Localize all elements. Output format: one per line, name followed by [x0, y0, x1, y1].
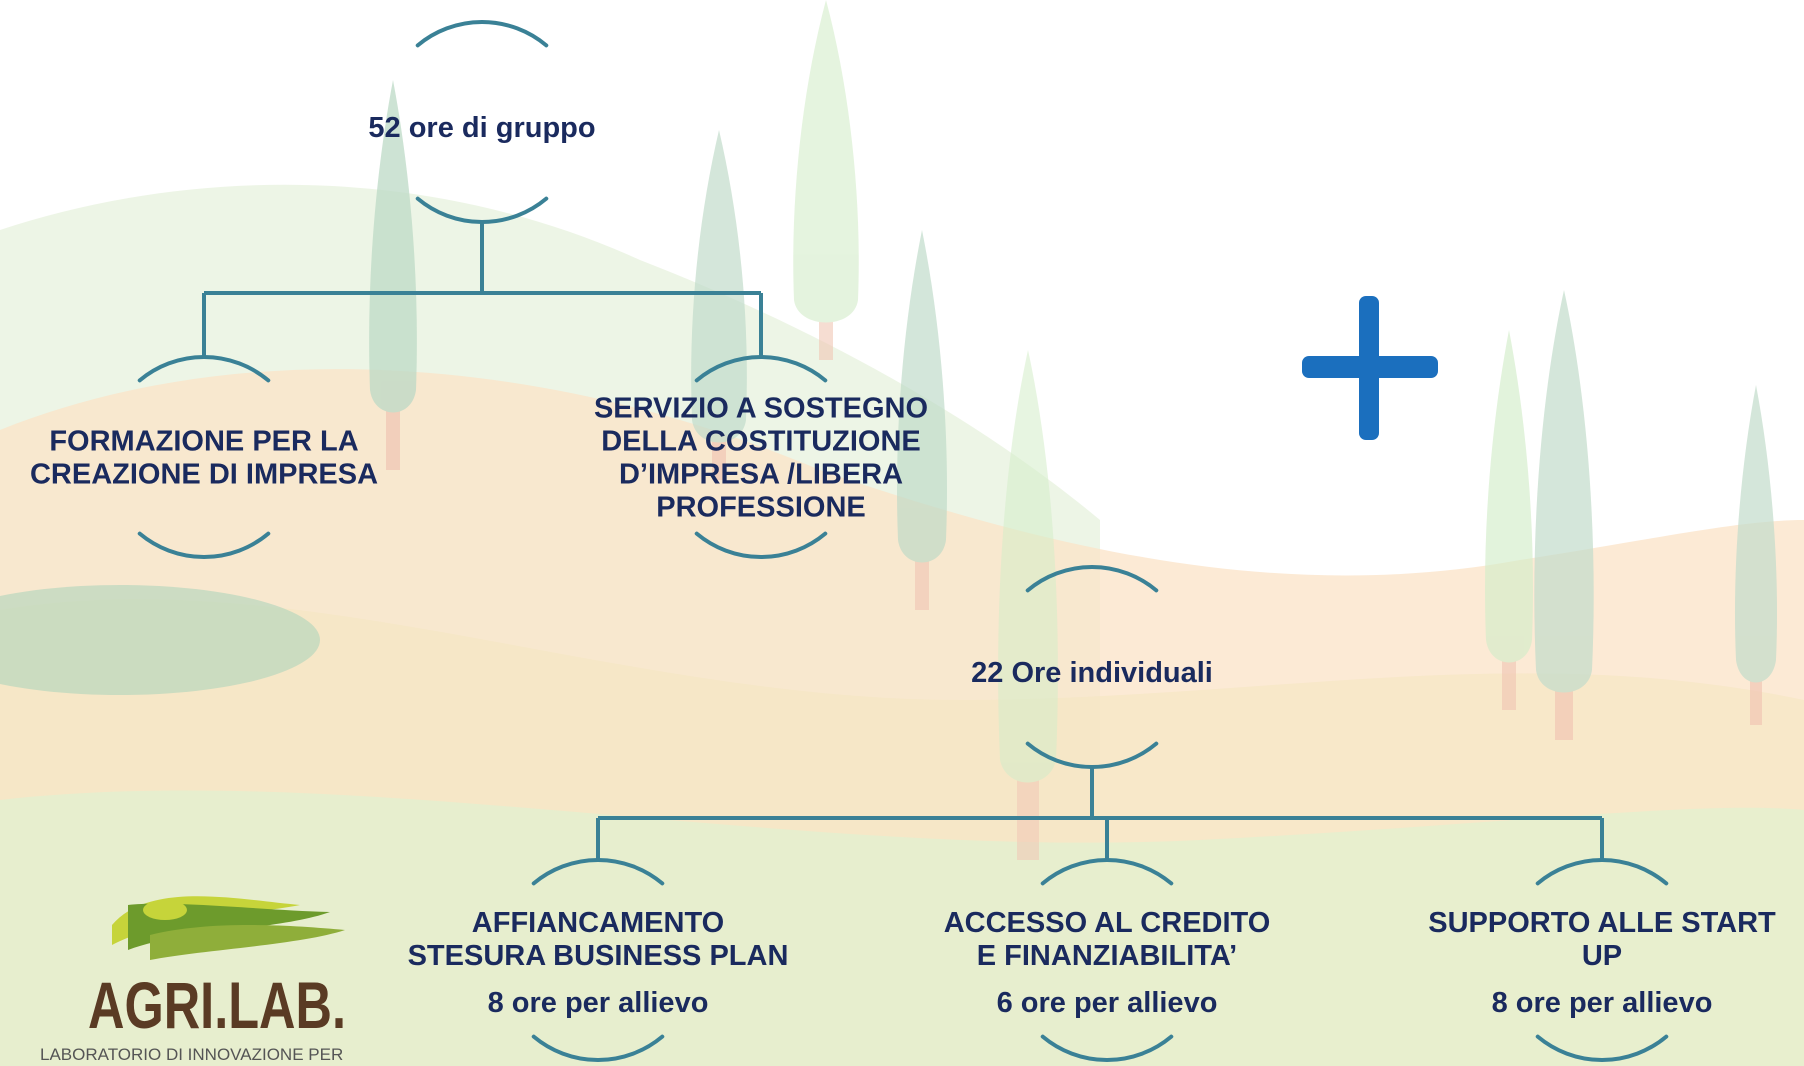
node-bottom-child-3-bottom-arc — [1535, 1034, 1669, 1062]
background-hill-bottom — [0, 790, 1804, 1066]
connector-lines — [202, 222, 1604, 860]
node-bottom-child-1-bottom-arc — [531, 1034, 665, 1062]
node-brackets — [137, 20, 1669, 1062]
node-top-child-1-label-line: CREAZIONE DI IMPRESA — [30, 459, 378, 491]
background-bush — [0, 585, 320, 695]
node-bottom-root-top-arc — [1025, 565, 1159, 593]
cypress-tree — [1734, 385, 1778, 725]
plus-icon — [1302, 296, 1438, 440]
node-bottom-child-2-label-line: E FINANZIABILITA’ — [977, 940, 1237, 972]
node-bottom-root-label-line: 22 Ore individuali — [971, 657, 1213, 689]
node-top-child-2-label-line: DELLA COSTITUZIONE — [601, 426, 921, 458]
node-top-child-2-label-line: SERVIZIO A SOSTEGNO — [594, 393, 928, 425]
node-top-child-2-label-line: D’IMPRESA /LIBERA — [619, 459, 903, 491]
node-bottom-child-2-hours: 6 ore per allievo — [997, 987, 1218, 1019]
node-top-root-label-line: 52 ore di gruppo — [368, 112, 595, 144]
cypress-tree — [793, 0, 859, 360]
node-top-root-top-arc — [415, 20, 549, 48]
node-top-root-label: 52 ore di gruppo — [368, 112, 595, 144]
node-bottom-child-1-label-line: STESURA BUSINESS PLAN — [408, 940, 789, 972]
logo-swoosh-dark — [150, 925, 345, 960]
node-top-child-1-bottom-arc — [137, 531, 271, 559]
node-bottom-child-3-label-line: SUPPORTO ALLE START — [1428, 907, 1776, 939]
node-top-child-1-top-arc — [137, 355, 271, 383]
logo-sun — [143, 900, 187, 920]
node-bottom-child-2-bottom-arc — [1040, 1034, 1174, 1062]
logo-brand: AGRI.LAB. — [88, 968, 346, 1042]
cypress-tree — [1484, 330, 1534, 710]
node-bottom-child-2-label-line: ACCESSO AL CREDITO — [944, 907, 1271, 939]
agrilab-logo: AGRI.LAB. LABORATORIO DI INNOVAZIONE PER — [40, 896, 346, 1064]
node-bottom-child-3-top-arc — [1535, 858, 1669, 886]
node-bottom-child-2-top-arc — [1040, 858, 1174, 886]
node-bottom-child-1-hours: 8 ore per allievo — [488, 987, 709, 1019]
node-bottom-root-label: 22 Ore individuali — [971, 657, 1213, 689]
node-bottom-child-3-hours: 8 ore per allievo — [1492, 987, 1713, 1019]
node-top-child-2-bottom-arc — [694, 531, 828, 559]
cypress-tree — [369, 80, 417, 470]
cypress-tree — [998, 350, 1058, 860]
node-bottom-child-1-label-line: AFFIANCAMENTO — [472, 907, 724, 939]
logo-tagline: LABORATORIO DI INNOVAZIONE PER — [40, 1045, 343, 1064]
node-top-child-1-label-line: FORMAZIONE PER LA — [49, 426, 358, 458]
node-bottom-child-3-label-line: UP — [1582, 940, 1622, 972]
cypress-tree — [691, 130, 747, 480]
node-bottom-root-bottom-arc — [1025, 741, 1159, 769]
node-bottom-child-1-top-arc — [531, 858, 665, 886]
node-top-child-2-top-arc — [694, 355, 828, 383]
cypress-tree — [1534, 290, 1594, 740]
cypress-tree — [897, 230, 947, 610]
node-top-child-2-label-line: PROFESSIONE — [656, 492, 866, 524]
node-top-root-bottom-arc — [415, 196, 549, 224]
